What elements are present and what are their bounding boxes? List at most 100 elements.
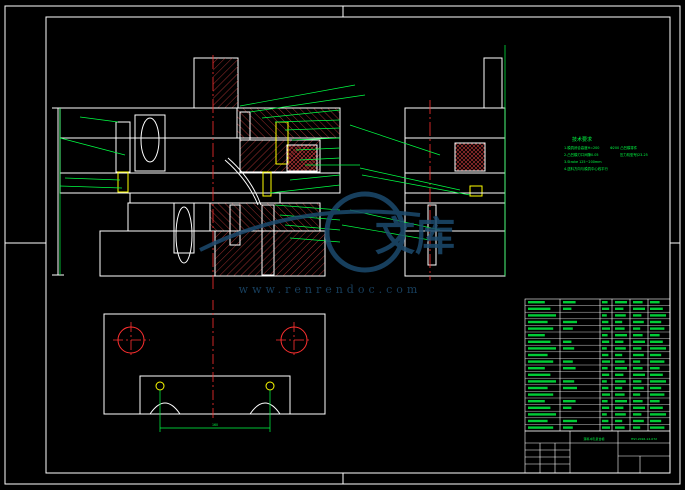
plan-view <box>103 313 326 415</box>
parts-cell-mark <box>633 353 644 357</box>
parts-cell-mark <box>615 380 626 383</box>
parts-cell-mark <box>633 400 643 403</box>
plan-dimension <box>159 390 271 432</box>
watermark: 文库 www.renrendoc.com <box>199 191 455 296</box>
parts-cell-mark <box>528 340 551 343</box>
parts-cell-mark <box>650 307 663 310</box>
parts-cell-mark <box>650 301 660 304</box>
parts-cell-mark <box>602 307 610 310</box>
parts-cell-mark <box>633 301 643 304</box>
parts-cell-mark <box>528 307 551 310</box>
parts-cell-mark <box>528 373 551 376</box>
parts-cell-mark <box>650 353 662 357</box>
parts-cell-mark <box>602 426 610 429</box>
parts-cell-mark <box>633 334 643 337</box>
parts-cell-mark <box>633 426 641 429</box>
plan-centerlines <box>113 300 312 420</box>
parts-cell-mark <box>650 320 662 324</box>
parts-list-rows <box>525 301 670 429</box>
parts-cell-mark <box>602 314 607 317</box>
parts-cell-mark <box>633 327 641 330</box>
parts-cell-mark <box>563 347 575 350</box>
parts-cell-mark <box>633 320 644 324</box>
parts-cell-mark <box>563 419 577 423</box>
parts-cell-mark <box>650 386 662 390</box>
parts-cell-mark <box>563 386 577 390</box>
parts-cell-mark <box>615 413 626 416</box>
parts-cell-mark <box>602 386 609 390</box>
parts-cell-mark <box>528 360 554 363</box>
title-block-part-name: 落料冲孔复合模 <box>583 436 604 441</box>
notes-line-1: 1.模具闭合高度H=200 <box>564 145 599 150</box>
parts-cell-mark <box>602 347 607 350</box>
parts-cell-mark <box>602 301 608 304</box>
parts-cell-mark <box>615 314 626 317</box>
parts-cell-mark <box>615 307 624 310</box>
parts-cell-mark <box>615 347 626 350</box>
parts-cell-mark <box>528 386 548 390</box>
parts-cell-mark <box>528 367 545 370</box>
parts-cell-mark <box>602 419 609 423</box>
notes-line-4: 4.送料方向与模具中心线平行 <box>564 166 609 171</box>
parts-cell-mark <box>602 393 610 396</box>
parts-cell-mark <box>633 380 642 383</box>
watermark-logo-circle <box>324 191 406 273</box>
parts-cell-mark <box>633 413 642 416</box>
parts-cell-mark <box>528 406 551 409</box>
plan-dimension-label: 160 <box>212 423 218 427</box>
parts-cell-mark <box>615 406 624 409</box>
parts-cell-mark <box>650 373 663 376</box>
parts-cell-mark <box>563 400 576 403</box>
notes-title: 技术要求 <box>572 136 592 143</box>
parts-cell-mark <box>633 307 645 310</box>
parts-cell-mark <box>650 393 665 396</box>
parts-cell-mark <box>602 353 609 357</box>
parts-cell-mark <box>563 367 576 370</box>
parts-cell-mark <box>528 380 556 383</box>
parts-cell-mark <box>602 334 608 337</box>
parts-cell-mark <box>528 320 548 324</box>
parts-cell-mark <box>650 367 660 370</box>
parts-cell-mark <box>615 367 627 370</box>
parts-cell-mark <box>633 386 644 390</box>
parts-cell-mark <box>633 419 644 423</box>
watermark-brand: 文库 <box>375 214 455 260</box>
parts-cell-mark <box>528 347 556 350</box>
parts-cell-mark <box>615 393 625 396</box>
parts-cell-mark <box>528 400 545 403</box>
parts-cell-mark <box>650 426 665 429</box>
parts-cell-mark <box>528 393 554 396</box>
parts-cell-mark <box>633 340 645 343</box>
parts-cell-mark <box>602 367 608 370</box>
title-block <box>524 430 671 474</box>
parts-cell-mark <box>602 373 610 376</box>
parts-cell-mark <box>650 380 666 383</box>
parts-cell-mark <box>602 320 609 324</box>
parts-cell-mark <box>650 413 666 416</box>
notes-right-2: 压力机型号J23-25 <box>620 152 648 157</box>
parts-cell-mark <box>615 373 624 376</box>
parts-cell-mark <box>602 413 607 416</box>
parts-cell-mark <box>563 327 573 330</box>
parts-cell-mark <box>633 367 643 370</box>
leader-lines-main <box>59 84 366 275</box>
parts-cell-mark <box>650 327 665 330</box>
title-block-drawing-no: HSY-2016-12-072 <box>631 437 657 441</box>
parts-cell-mark <box>615 419 623 423</box>
parts-cell-mark <box>650 347 666 350</box>
parts-cell-mark <box>563 380 575 383</box>
parts-cell-mark <box>528 353 548 357</box>
parts-cell-mark <box>650 406 663 409</box>
parts-cell-mark <box>615 301 627 304</box>
main-section-view <box>52 57 341 277</box>
notes-right-1: Φ200 凸凹模零件 <box>610 145 638 150</box>
parts-cell-mark <box>633 393 641 396</box>
parts-cell-mark <box>602 400 608 403</box>
parts-cell-mark <box>563 406 572 409</box>
parts-cell-mark <box>528 334 545 337</box>
parts-cell-mark <box>563 426 573 429</box>
technical-notes: 技术要求 1.模具闭合高度H=200 2.凸凹模刃口间隙0.05 3.Strok… <box>564 136 648 171</box>
parts-cell-mark <box>615 426 625 429</box>
parts-cell-mark <box>650 400 660 403</box>
parts-cell-mark <box>563 307 572 310</box>
